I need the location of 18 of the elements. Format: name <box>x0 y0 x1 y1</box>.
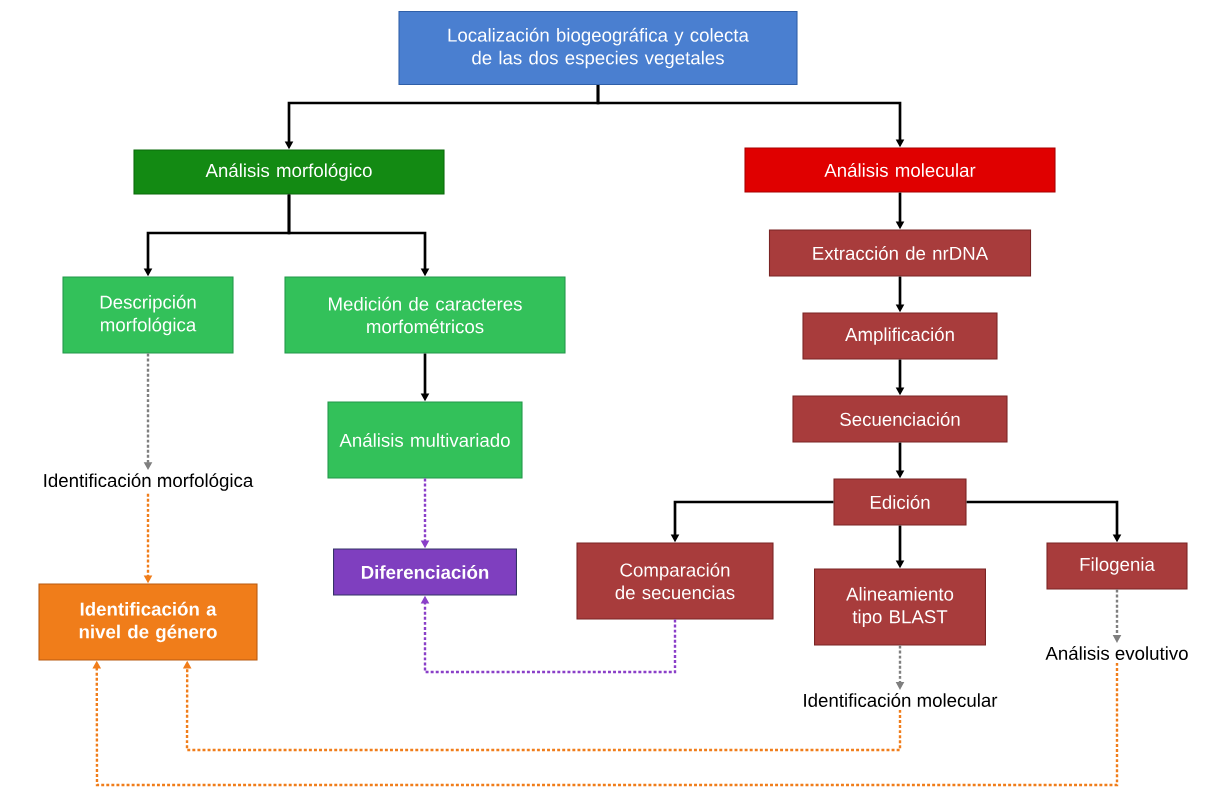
process-box: Edición <box>833 478 967 526</box>
process-box: Medición de caracteres morfométricos <box>284 276 566 354</box>
process-box: Identificación a nivel de género <box>38 583 258 661</box>
process-box: Diferenciación <box>333 548 517 596</box>
process-box: Alineamiento tipo BLAST <box>814 568 986 646</box>
process-box: Comparación de secuencias <box>576 542 774 620</box>
process-box: Análisis morfológico <box>133 149 445 195</box>
process-box: Filogenia <box>1046 542 1188 590</box>
process-box: Descripción morfológica <box>62 276 234 354</box>
process-box: Análisis molecular <box>744 147 1056 193</box>
text-label: Análisis evolutivo <box>1045 646 1188 660</box>
process-box: Localización biogeográfica y colecta de las dos especies vegetales <box>398 10 798 86</box>
process-box: Análisis multivariado <box>327 401 523 479</box>
process-box: Extracción de nrDNA <box>768 229 1032 277</box>
process-box: Amplificación <box>802 312 998 360</box>
process-box: Secuenciación <box>792 395 1008 443</box>
text-label: Identificación morfológica <box>44 473 254 491</box>
text-label: Identificación molecular <box>804 693 998 707</box>
